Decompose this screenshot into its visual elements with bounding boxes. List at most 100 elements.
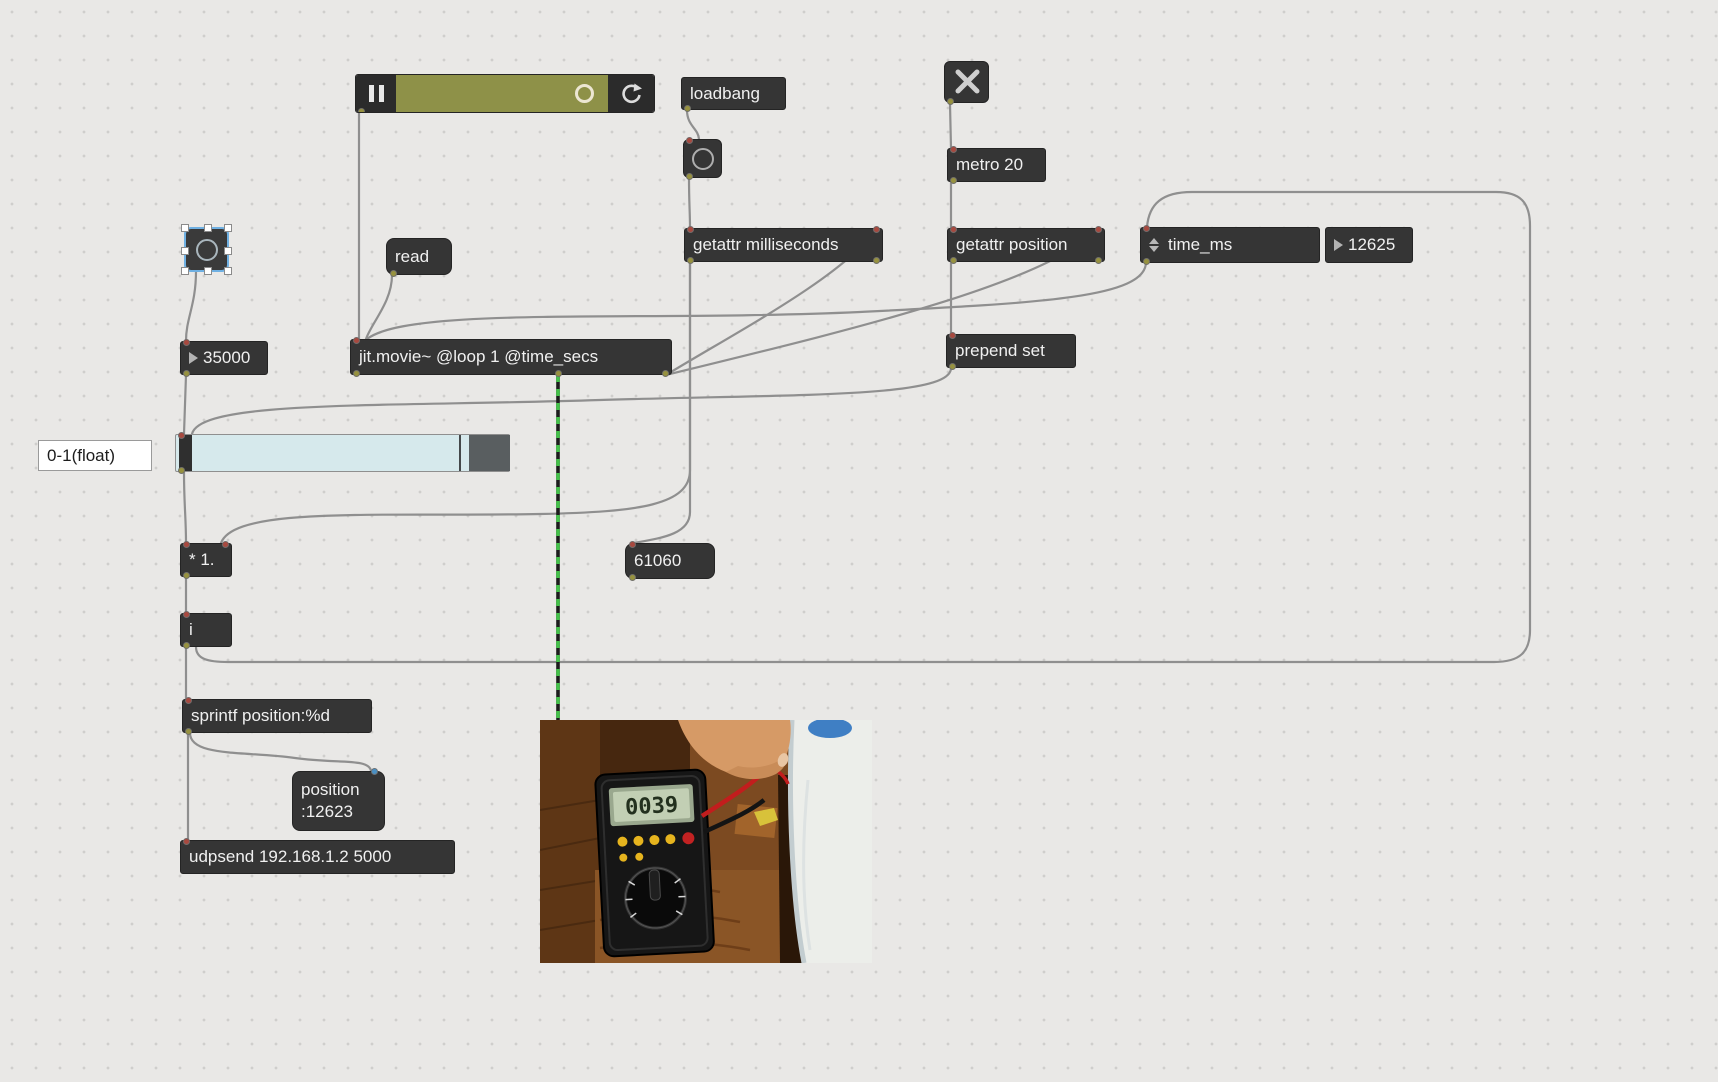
button-selected[interactable]	[181, 224, 232, 275]
inlet-dot[interactable]	[1095, 226, 1102, 233]
pause-icon	[378, 85, 384, 102]
object-label: sprintf position:%d	[191, 706, 330, 725]
loadbang-object[interactable]: loadbang	[681, 77, 786, 112]
comment-float-range[interactable]: 0-1(float)	[38, 440, 152, 471]
selection-handle[interactable]	[224, 247, 232, 255]
outlet-dot[interactable]	[950, 177, 957, 184]
int-object[interactable]: i	[180, 611, 232, 649]
inlet-dot[interactable]	[178, 432, 185, 439]
object-label: * 1.	[189, 550, 215, 569]
inlet-dot[interactable]	[873, 226, 880, 233]
object-label: i	[189, 620, 193, 639]
playbar-knob[interactable]	[575, 83, 594, 103]
outlet-dot[interactable]	[873, 257, 880, 264]
object-label: loadbang	[690, 83, 760, 103]
outlet-dot[interactable]	[390, 270, 397, 277]
getattr-milliseconds-object[interactable]: getattr milliseconds	[684, 226, 883, 264]
multiply-object[interactable]: * 1.	[180, 541, 232, 579]
attrui-label: time_ms	[1168, 235, 1233, 254]
inlet-dot[interactable]	[949, 332, 956, 339]
selection-handle[interactable]	[181, 224, 189, 232]
slider-handle[interactable]	[469, 435, 510, 471]
outlet-dot[interactable]	[178, 467, 185, 474]
sprintf-object[interactable]: sprintf position:%d	[182, 697, 372, 735]
outlet-dot[interactable]	[949, 363, 956, 370]
toggle-box[interactable]	[944, 61, 989, 105]
outlet-dot[interactable]	[183, 572, 190, 579]
selection-handle[interactable]	[204, 224, 212, 232]
udpsend-object[interactable]: udpsend 192.168.1.2 5000	[180, 838, 455, 874]
attrui-time-ms[interactable]: time_ms	[1140, 225, 1320, 265]
inlet-dot[interactable]	[950, 146, 957, 153]
outlet-dot[interactable]	[947, 98, 954, 105]
loop-button[interactable]	[608, 75, 654, 112]
position-message[interactable]: position :12623	[292, 768, 385, 831]
inlet-dot[interactable]	[183, 541, 190, 548]
outlet-dot[interactable]	[358, 108, 365, 112]
inlet-dot[interactable]	[371, 768, 378, 775]
metro-object[interactable]: metro 20	[947, 146, 1046, 184]
bang-circle-icon	[195, 238, 218, 261]
video-frame-image: 0039	[539, 718, 872, 964]
refresh-icon	[622, 83, 642, 103]
getattr-position-object[interactable]: getattr position	[947, 226, 1105, 264]
selection-handle[interactable]	[204, 267, 212, 275]
inlet-dot[interactable]	[629, 541, 636, 548]
prepend-set-object[interactable]: prepend set	[946, 332, 1076, 370]
bang-circle-icon	[691, 147, 714, 170]
message-label: read	[395, 246, 430, 266]
comment-label: 0-1(float)	[47, 445, 116, 465]
outlet-dot[interactable]	[1095, 257, 1102, 264]
outlet-dot[interactable]	[555, 370, 562, 377]
bang-button[interactable]	[683, 137, 722, 180]
inlet-dot[interactable]	[950, 226, 957, 233]
slider-divider	[459, 435, 461, 471]
inlet-dot[interactable]	[183, 339, 190, 346]
attrui-stepper-icon[interactable]	[1149, 238, 1159, 252]
number-value: 12625	[1348, 235, 1396, 254]
meter-display: 0039	[625, 793, 679, 821]
pause-icon	[368, 85, 374, 102]
inlet-dot[interactable]	[686, 137, 693, 144]
outlet-dot[interactable]	[686, 173, 693, 180]
outlet-dot[interactable]	[1143, 258, 1150, 265]
outlet-dot[interactable]	[687, 257, 694, 264]
toggle-x-icon	[955, 69, 980, 94]
playbar-track[interactable]	[396, 75, 608, 112]
outlet-dot[interactable]	[684, 105, 691, 112]
inlet-dot[interactable]	[185, 697, 192, 704]
outlet-dot[interactable]	[353, 370, 360, 377]
jit-movie-object[interactable]: jit.movie~ @loop 1 @time_secs	[350, 337, 672, 377]
selection-handle[interactable]	[224, 267, 232, 275]
playbar[interactable]	[355, 74, 655, 113]
selection-handle[interactable]	[181, 267, 189, 275]
outlet-dot[interactable]	[183, 642, 190, 649]
inlet-dot[interactable]	[1143, 225, 1150, 232]
duration-number-box[interactable]: 35000	[180, 339, 268, 377]
outlet-dot[interactable]	[629, 574, 636, 581]
hslider[interactable]	[175, 432, 510, 474]
inlet-dot[interactable]	[183, 611, 190, 618]
read-message[interactable]: read	[386, 238, 452, 277]
video-preview[interactable]: 0039	[539, 718, 872, 964]
outlet-dot[interactable]	[185, 728, 192, 735]
selection-handle[interactable]	[181, 247, 189, 255]
message-label: 61060	[634, 551, 682, 570]
time-number-box[interactable]: 12625	[1325, 227, 1413, 263]
object-label: getattr milliseconds	[693, 235, 839, 254]
outlet-dot[interactable]	[950, 257, 957, 264]
pause-button[interactable]	[356, 75, 396, 112]
inlet-dot[interactable]	[687, 226, 694, 233]
inlet-dot[interactable]	[183, 838, 190, 845]
selection-handle[interactable]	[224, 224, 232, 232]
outlet-dot[interactable]	[662, 370, 669, 377]
object-label: getattr position	[956, 235, 1068, 254]
inlet-dot[interactable]	[222, 541, 229, 548]
object-label: metro 20	[956, 155, 1024, 174]
outlet-dot[interactable]	[183, 370, 190, 377]
object-label: jit.movie~ @loop 1 @time_secs	[359, 347, 599, 366]
inlet-dot[interactable]	[353, 337, 360, 344]
message-61060[interactable]: 61060	[625, 541, 715, 581]
